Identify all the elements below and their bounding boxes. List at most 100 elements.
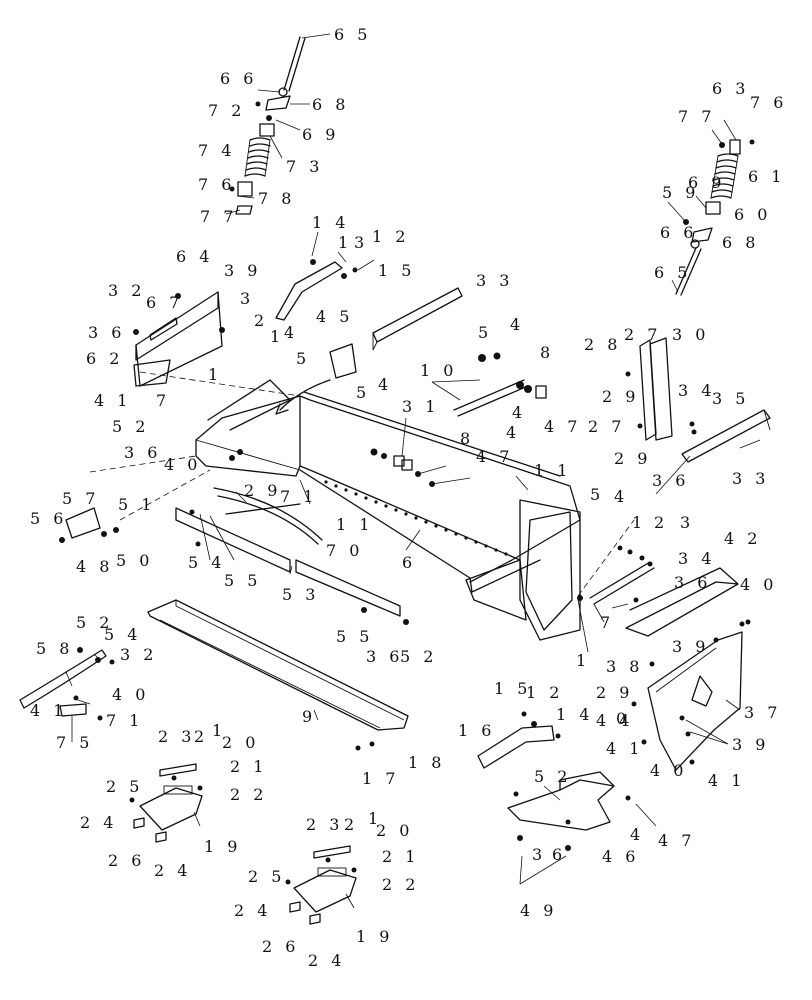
callout: 5 xyxy=(478,323,492,342)
callout: 6 3 xyxy=(712,79,749,98)
callout: 3 9 xyxy=(672,637,709,656)
callout: 7 xyxy=(600,613,614,632)
bracket-46 xyxy=(507,771,631,851)
callout: 6 5 xyxy=(334,25,371,44)
callout: 3 1 xyxy=(402,397,439,416)
callout: 3 3 xyxy=(732,469,769,488)
callout: 1 1 xyxy=(534,461,571,480)
callout: 4 5 xyxy=(316,307,353,326)
callout: 5 9 xyxy=(662,183,699,202)
callout: 4 1 xyxy=(94,391,131,410)
callout: 5 1 xyxy=(118,495,155,514)
callout: 2 0 xyxy=(376,821,413,840)
callout: 1 4 xyxy=(312,213,349,232)
callout-labels: 6 5 6 6 7 2 6 8 6 9 7 4 7 3 7 6 7 8 7 7 … xyxy=(30,25,785,970)
callout: 2 xyxy=(344,815,358,834)
callout: 2 6 xyxy=(108,851,145,870)
pan-9 xyxy=(147,599,409,731)
callout: 1 1 xyxy=(336,515,373,534)
callout: 1 xyxy=(632,513,646,532)
callout: 4 6 xyxy=(602,847,639,866)
callout: 3 xyxy=(680,513,694,532)
callout: 2 6 xyxy=(262,937,299,956)
callout: 3 xyxy=(240,289,254,308)
callout: 2 9 xyxy=(614,449,651,468)
callout: 4 xyxy=(510,315,524,334)
callout: 1 xyxy=(208,365,222,384)
callout: 6 1 xyxy=(748,167,785,186)
callout: 2 4 xyxy=(308,951,345,970)
callout: 7 2 xyxy=(208,101,245,120)
callout: 2 7 xyxy=(624,325,661,344)
callout: 6 9 xyxy=(302,125,339,144)
callout: 2 9 xyxy=(596,683,633,702)
callout: 2 4 xyxy=(154,861,191,880)
callout: 7 8 xyxy=(258,189,295,208)
callout: 4 xyxy=(506,423,520,442)
callout: 7 3 xyxy=(286,157,323,176)
deflector-58 xyxy=(19,647,115,721)
angle-bar-33-upper xyxy=(372,287,463,351)
callout: 6 0 xyxy=(734,205,771,224)
callout: 4 xyxy=(378,375,392,394)
shaft-34 xyxy=(577,545,655,605)
callout: 2 8 xyxy=(584,335,621,354)
callout: 4 1 xyxy=(606,739,643,758)
callout: 3 7 xyxy=(744,703,781,722)
callout: 6 8 xyxy=(312,95,349,114)
hose-70 xyxy=(213,487,323,545)
callout: 1 8 xyxy=(408,753,445,772)
callout: 6 6 xyxy=(220,69,257,88)
callout: 6 8 xyxy=(722,233,759,252)
callout: 3 6 xyxy=(652,471,689,490)
callout: 3 4 xyxy=(678,549,715,568)
callout: 5 xyxy=(356,383,370,402)
callout: 4 4 xyxy=(596,711,633,730)
callout: 7 0 xyxy=(326,541,363,560)
callout: 3 xyxy=(532,845,546,864)
callout: 2 3 xyxy=(158,727,195,746)
callout: 3 2 xyxy=(120,645,157,664)
callout: 1 xyxy=(368,809,382,828)
callout: 4 7 xyxy=(476,447,513,466)
callout: 5 2 xyxy=(400,647,437,666)
callout: 4 0 xyxy=(112,685,149,704)
callout: 5 2 xyxy=(76,613,113,632)
callout: 5 5 xyxy=(336,627,373,646)
callout: 3 6 xyxy=(88,323,125,342)
bracket-37 xyxy=(631,619,751,771)
bracket-19-upper xyxy=(129,763,203,843)
callout: 2 xyxy=(254,311,268,330)
callout: 3 9 xyxy=(224,261,261,280)
plate-42 xyxy=(625,567,745,637)
callout: 2 5 xyxy=(248,867,285,886)
callout: 1 4 xyxy=(556,705,593,724)
callout: 7 6 xyxy=(198,175,235,194)
callout: 3 2 xyxy=(108,281,145,300)
callout: 2 5 xyxy=(106,777,143,796)
callout: 2 xyxy=(194,727,208,746)
callout: 5 3 xyxy=(282,585,319,604)
callout: 4 9 xyxy=(520,901,557,920)
callout: 4 1 xyxy=(30,701,67,720)
callout: 5 xyxy=(590,485,604,504)
callout: 1 9 xyxy=(356,927,393,946)
callout: 3 xyxy=(354,233,368,252)
callout: 2 9 xyxy=(244,481,281,500)
bolt-row xyxy=(324,480,508,556)
callout: 7 7 xyxy=(200,207,237,226)
callout: 2 4 xyxy=(80,813,117,832)
callout: 2 3 xyxy=(306,815,343,834)
callout: 1 5 xyxy=(378,261,415,280)
callout: 1 2 xyxy=(372,227,409,246)
callout: 3 8 xyxy=(606,657,643,676)
callout: 2 0 xyxy=(222,733,259,752)
callout: 5 6 xyxy=(30,509,67,528)
strap-16 xyxy=(477,711,561,769)
callout: 1 xyxy=(212,721,226,740)
callout: 4 xyxy=(512,403,526,422)
strap-1 xyxy=(275,259,358,321)
alignment-lines xyxy=(89,371,635,597)
spring-assembly-left xyxy=(229,36,306,215)
